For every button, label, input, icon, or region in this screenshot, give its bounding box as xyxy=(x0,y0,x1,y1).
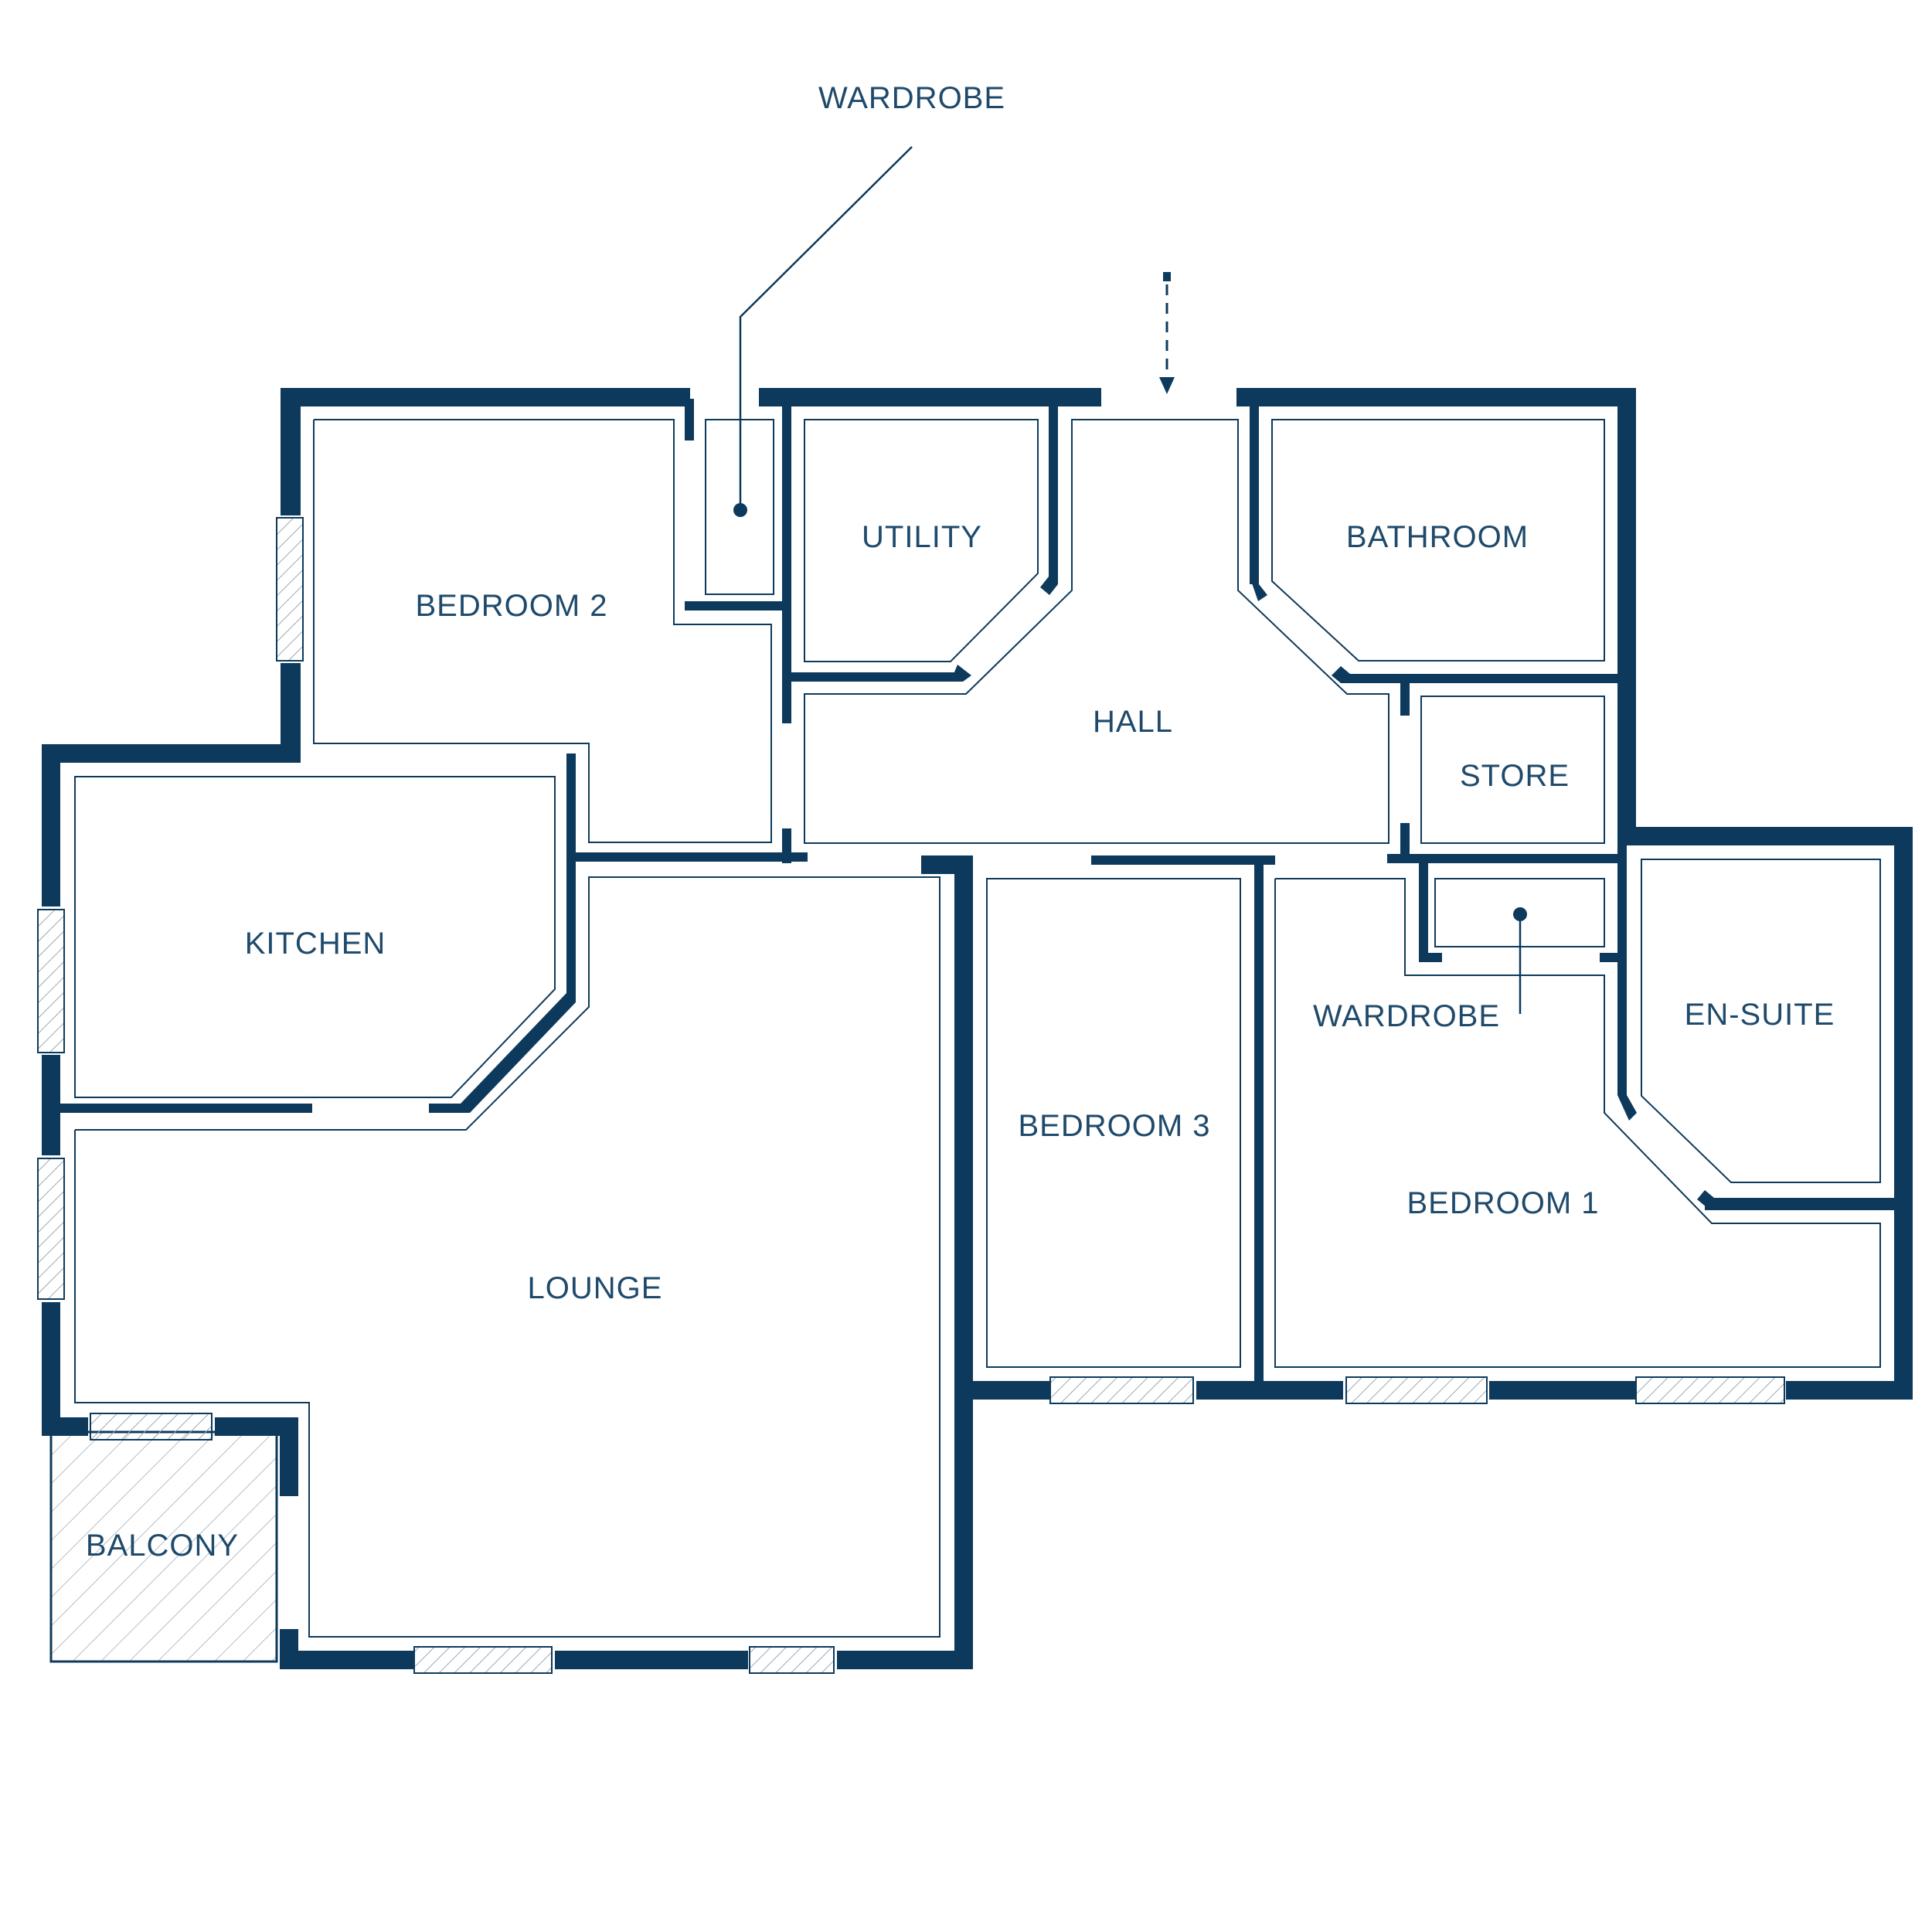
balcony-area xyxy=(49,1430,278,1663)
window-bedroom1-right xyxy=(1635,1376,1785,1404)
exterior-walls xyxy=(42,388,1913,1669)
label-wardrobe-top: WARDROBE xyxy=(818,81,1005,115)
windows xyxy=(37,517,1785,1674)
label-bathroom: BATHROOM xyxy=(1346,520,1529,554)
label-bedroom1: BEDROOM 1 xyxy=(1406,1186,1599,1220)
label-store: STORE xyxy=(1460,759,1570,793)
label-kitchen: KITCHEN xyxy=(245,927,386,961)
wardrobe-top-marker xyxy=(733,503,747,517)
room-labels: WARDROBE UTILITY BATHROOM BEDROOM 2 HALL… xyxy=(86,81,1835,1563)
label-lounge: LOUNGE xyxy=(528,1271,663,1305)
wardrobe-bed1-marker xyxy=(1513,907,1527,921)
entrance-arrow-icon xyxy=(1159,272,1175,394)
label-bedroom2: BEDROOM 2 xyxy=(415,589,607,623)
window-lounge-left xyxy=(37,1158,65,1300)
window-bedroom2 xyxy=(276,517,304,662)
interior-walls xyxy=(60,399,1903,1389)
wardrobe-bed1-leader xyxy=(1513,907,1527,1014)
room-outlines xyxy=(74,419,1881,1638)
label-balcony: BALCONY xyxy=(86,1529,239,1563)
label-hall: HALL xyxy=(1093,705,1173,739)
label-utility: UTILITY xyxy=(862,520,982,554)
wardrobe-top-leader xyxy=(733,146,913,517)
window-lounge-bottom-1 xyxy=(413,1646,553,1674)
label-wardrobe-bed1: WARDROBE xyxy=(1313,999,1500,1033)
window-lounge-bottom-2 xyxy=(749,1646,835,1674)
window-kitchen xyxy=(37,909,65,1053)
window-bedroom3 xyxy=(1049,1376,1194,1404)
label-en-suite: EN-SUITE xyxy=(1685,998,1835,1032)
window-bedroom1-left xyxy=(1345,1376,1488,1404)
window-balcony xyxy=(90,1413,213,1440)
label-bedroom3: BEDROOM 3 xyxy=(1018,1109,1210,1143)
